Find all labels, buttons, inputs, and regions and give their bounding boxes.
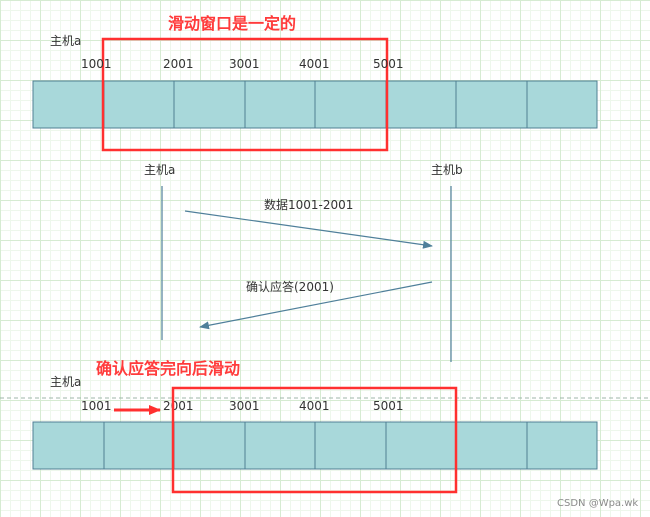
ack-message-label: 确认应答(2001) [246,279,334,294]
top-window-caption: 滑动窗口是一定的 [168,14,296,33]
bottom-seq-label: 1001 [81,399,112,413]
buffer-cell [314,80,387,129]
bottom-seq-label: 2001 [163,399,194,413]
buffer-cell [526,421,598,470]
top-sliding-window [101,37,389,152]
buffer-cell [385,80,457,129]
bottom-seq-label: 3001 [229,399,260,413]
buffer-cell [244,421,316,470]
buffer-cell [173,80,246,129]
buffer-cell [103,80,175,129]
buffer-cell [526,80,598,129]
data-arrow [184,210,433,249]
bottom-window-caption: 确认应答完向后滑动 [96,359,240,378]
top-buffer [32,80,598,129]
top-seq-label: 4001 [299,57,330,71]
host-a-label: 主机a [144,163,175,177]
buffer-cell [173,421,246,470]
bottom-sliding-window [171,386,458,494]
buffer-cell [314,421,387,470]
buffer-cell [385,421,457,470]
bottom-seq-label: 5001 [373,399,404,413]
top-seq-label: 1001 [81,57,112,71]
top-seq-label: 2001 [163,57,194,71]
bottom-buffer [32,421,598,470]
buffer-cell [244,80,316,129]
buffer-cell [455,80,528,129]
bottom-host-label: 主机a [50,375,81,389]
buffer-cell [32,80,105,129]
top-host-label: 主机a [50,34,81,48]
buffer-cell [32,421,105,470]
host-b-label: 主机b [431,163,463,177]
bottom-seq-label: 4001 [299,399,330,413]
buffer-cell [455,421,528,470]
watermark: CSDN @Wpa.wk [557,498,638,509]
buffer-cell [103,421,175,470]
ack-arrow [199,281,433,330]
top-seq-label: 5001 [373,57,404,71]
data-message-label: 数据1001-2001 [264,197,353,212]
top-seq-label: 3001 [229,57,260,71]
